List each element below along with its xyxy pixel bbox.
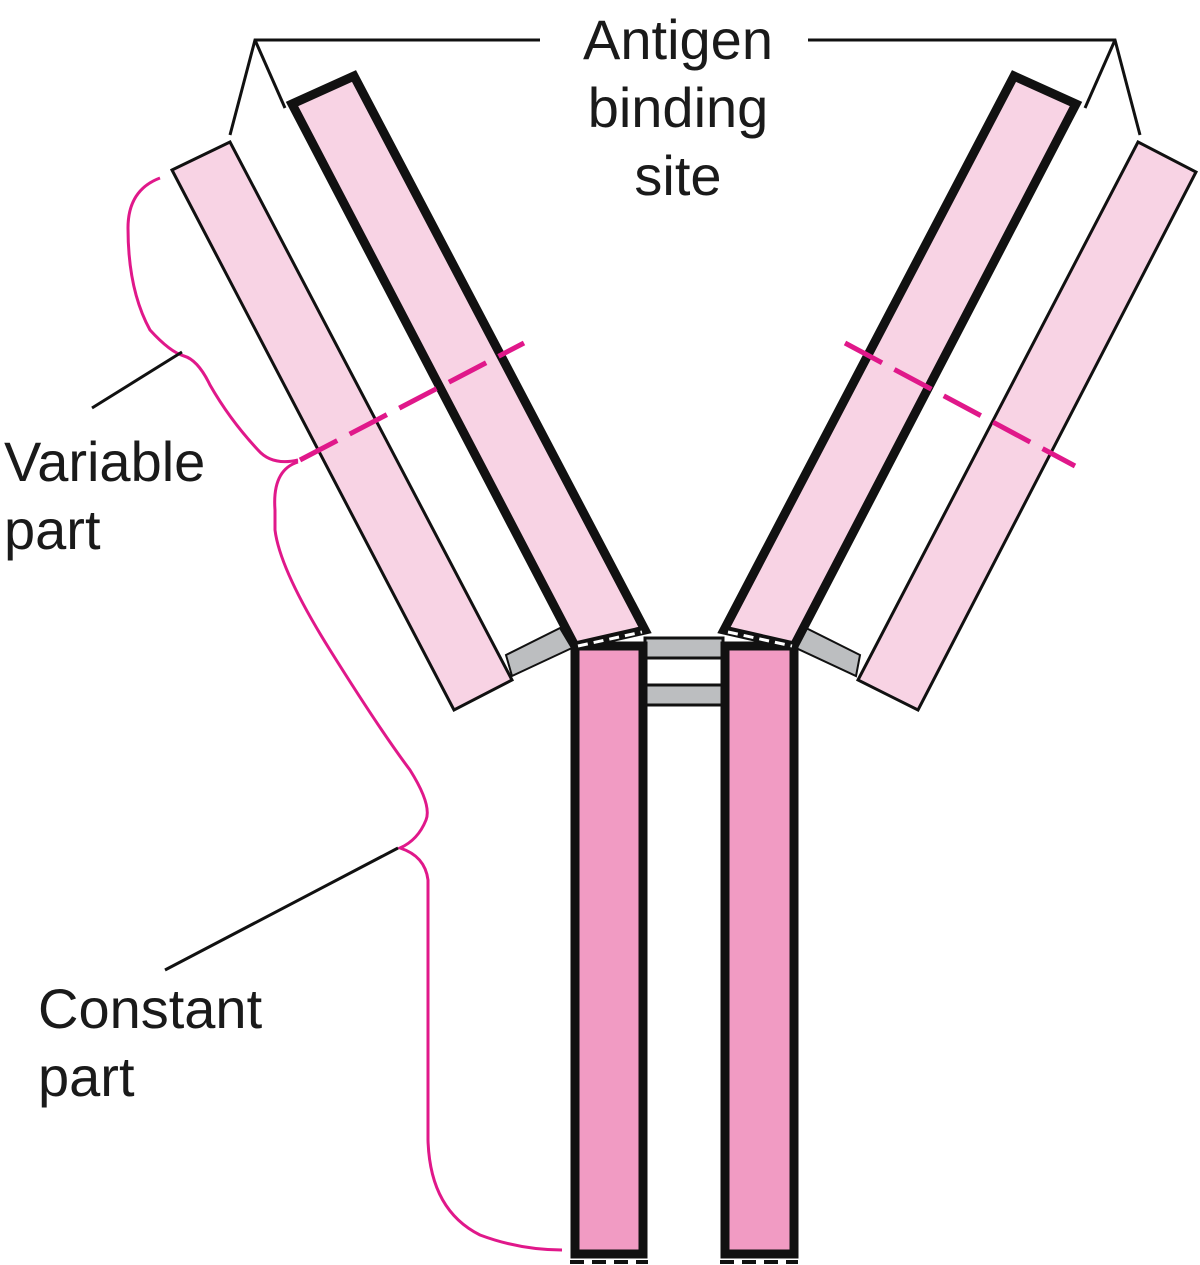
variable-part-leader — [91, 350, 183, 410]
right-arm-joint-dash — [727, 630, 793, 648]
left-light-chain — [169, 140, 515, 713]
right-heavy-chain-stem — [720, 641, 799, 1259]
left-heavy-chain-arm — [285, 70, 652, 652]
antigen-site-leader-right — [808, 38, 1142, 136]
right-light-heavy-bond — [794, 626, 862, 678]
variable-part-line-1: Variable — [4, 430, 206, 493]
left-arm-joint-dash — [577, 630, 643, 648]
constant-part-leader — [164, 846, 399, 972]
antigen-binding-site-label: Antigen binding site — [548, 6, 808, 210]
hinge-bond-upper — [643, 636, 725, 660]
antigen-site-leader-right-branch — [1083, 39, 1117, 109]
left-variable-boundary — [298, 340, 526, 463]
right-light-chain — [855, 139, 1199, 713]
variable-part-line-2: part — [4, 498, 101, 561]
constant-part-line-1: Constant — [38, 977, 263, 1040]
variable-part-label: Variable part — [4, 428, 205, 564]
antigen-binding-site-line-1: Antigen — [583, 8, 773, 71]
constant-part-label: Constant part — [38, 975, 262, 1111]
antigen-site-leader-left-branch — [253, 39, 287, 109]
variable-part-brace — [126, 176, 299, 464]
antigen-binding-site-line-3: site — [634, 144, 722, 207]
constant-part-line-2: part — [38, 1045, 135, 1108]
right-variable-boundary — [843, 340, 1077, 469]
hinge-bond-lower — [643, 683, 725, 707]
constant-part-brace — [273, 460, 563, 1252]
left-light-heavy-bond — [504, 626, 574, 678]
antigen-binding-site-line-2: binding — [587, 76, 769, 139]
left-heavy-chain-stem — [570, 641, 648, 1259]
